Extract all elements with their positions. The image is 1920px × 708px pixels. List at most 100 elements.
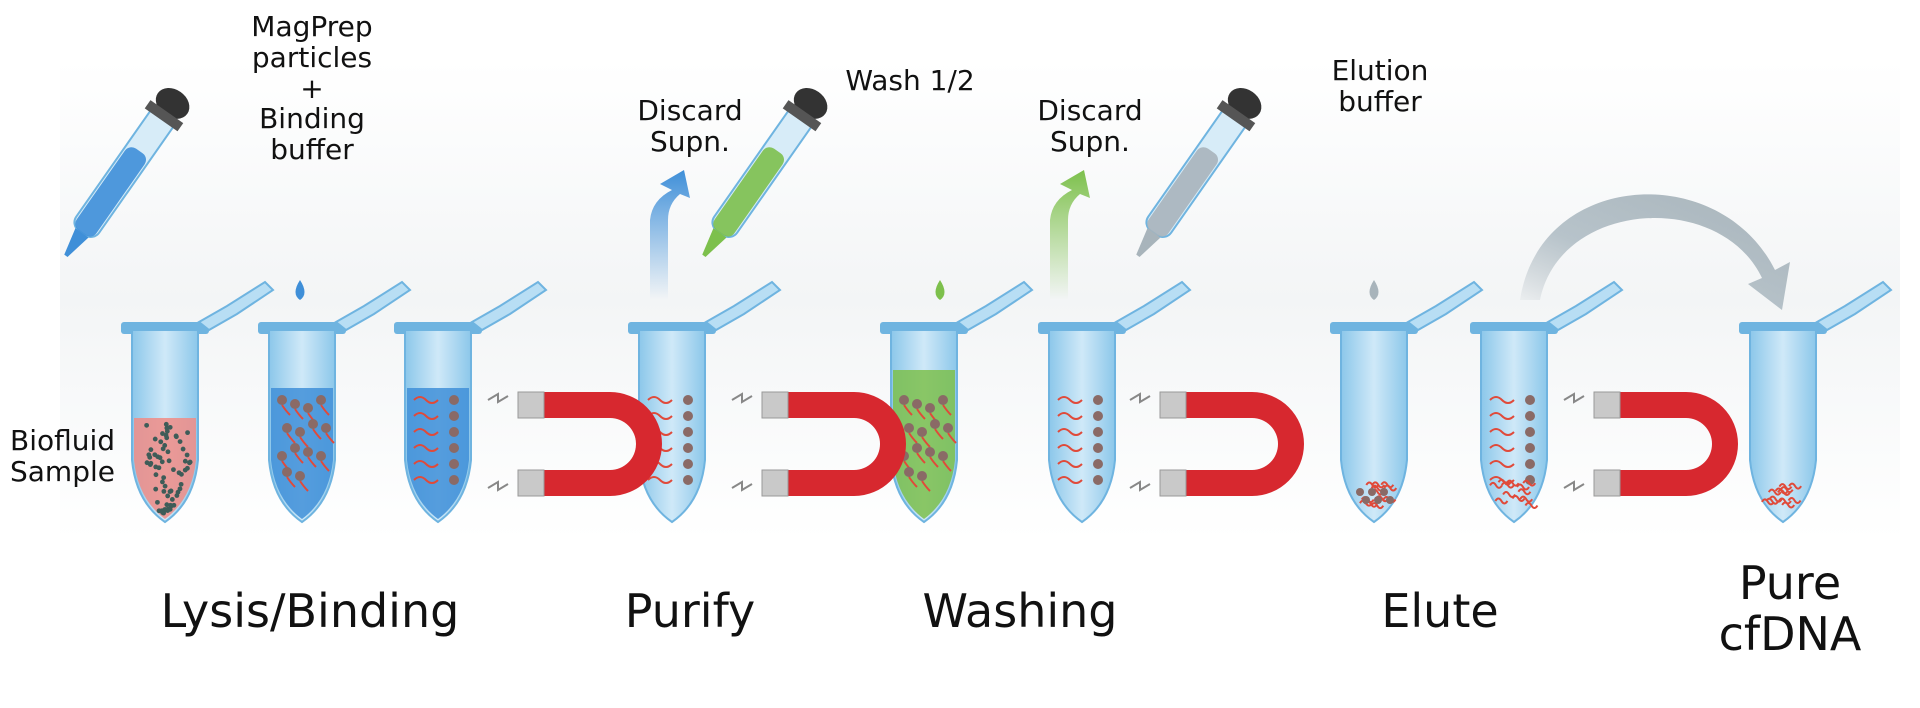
sample-speck: [177, 470, 182, 475]
sample-speck: [153, 437, 158, 442]
biofluid-line-1: Biofluid: [10, 426, 150, 457]
sample-speck: [168, 425, 173, 430]
bead: [683, 395, 693, 405]
magprep-line-2: particles: [222, 43, 402, 74]
sample-speck: [165, 494, 170, 499]
bead: [904, 423, 914, 433]
step-washing: Washing: [900, 586, 1140, 637]
sample-speck: [160, 480, 165, 485]
bead: [295, 471, 305, 481]
sample-speck: [158, 455, 163, 460]
sample-speck: [158, 439, 163, 444]
wash-line: Wash 1/2: [820, 66, 1000, 97]
bead: [1386, 496, 1394, 504]
bead: [1368, 488, 1376, 496]
magnet-pole-bottom: [518, 470, 544, 496]
sample-speck: [181, 447, 186, 452]
bead: [282, 423, 292, 433]
sample-speck: [185, 466, 190, 471]
bead: [308, 419, 318, 429]
bead: [1380, 488, 1388, 496]
biofluid-label: Biofluid Sample: [10, 426, 150, 488]
bead: [943, 423, 953, 433]
bead: [282, 467, 292, 477]
magprep-line-4: Binding: [222, 104, 402, 135]
magprep-label: MagPrep particles + Binding buffer: [222, 12, 402, 166]
bead: [1093, 459, 1103, 469]
sample-speck: [152, 452, 157, 457]
step-elute: Elute: [1350, 586, 1530, 637]
elution-line-2: buffer: [1300, 87, 1460, 118]
bead: [1093, 395, 1103, 405]
elution-label: Elution buffer: [1300, 56, 1460, 118]
bead: [1362, 496, 1370, 504]
bead: [1356, 488, 1364, 496]
wash-label: Wash 1/2: [820, 66, 1000, 97]
discard2-line-1: Discard: [1010, 96, 1170, 127]
sample-speck: [161, 446, 166, 451]
bead: [1525, 443, 1535, 453]
bead: [925, 447, 935, 457]
step-purify: Purify: [600, 586, 780, 637]
bead: [449, 443, 459, 453]
discard-label-2: Discard Supn.: [1010, 96, 1170, 158]
bead: [316, 451, 326, 461]
sample-speck: [188, 460, 193, 465]
bead: [930, 419, 940, 429]
bead: [277, 451, 287, 461]
bead: [316, 395, 326, 405]
discard1-line-2: Supn.: [610, 127, 770, 158]
bead: [1093, 475, 1103, 485]
sample-speck: [153, 487, 158, 492]
bead: [917, 427, 927, 437]
sample-speck: [174, 434, 179, 439]
magnet-pole-top: [762, 392, 788, 418]
bead: [290, 399, 300, 409]
sample-speck: [178, 439, 183, 444]
sample-speck: [166, 449, 171, 454]
bead: [1525, 411, 1535, 421]
tube-body: [1481, 330, 1547, 522]
bead: [1525, 427, 1535, 437]
elution-line-1: Elution: [1300, 56, 1460, 87]
bead: [295, 427, 305, 437]
magnet-pole-top: [1160, 392, 1186, 418]
sample-speck: [162, 507, 167, 512]
magprep-line-5: buffer: [222, 135, 402, 166]
magnet-pole-bottom: [762, 470, 788, 496]
bead: [1374, 496, 1382, 504]
bead: [449, 395, 459, 405]
sample-speck: [157, 465, 162, 470]
bead: [449, 459, 459, 469]
sample-speck: [168, 489, 173, 494]
bead: [1093, 427, 1103, 437]
sample-speck: [161, 475, 166, 480]
sample-speck: [183, 459, 188, 464]
sample-speck: [185, 453, 190, 458]
bead: [1093, 443, 1103, 453]
bead: [303, 403, 313, 413]
bead: [925, 403, 935, 413]
magnet-pole-bottom: [1160, 470, 1186, 496]
sample-speck: [160, 459, 165, 464]
bead: [683, 459, 693, 469]
bead: [683, 427, 693, 437]
sample-speck: [170, 497, 175, 502]
magnet-pole-bottom: [1594, 470, 1620, 496]
bead: [904, 467, 914, 477]
discard2-line-2: Supn.: [1010, 127, 1170, 158]
magnet-pole-top: [518, 392, 544, 418]
sample-speck: [164, 435, 169, 440]
discard1-line-1: Discard: [610, 96, 770, 127]
pure-line-1: Pure: [1690, 558, 1890, 609]
bead: [277, 395, 287, 405]
bead: [938, 395, 948, 405]
sample-speck: [155, 500, 160, 505]
sample-speck: [167, 458, 172, 463]
bead: [1525, 395, 1535, 405]
sample-speck: [174, 493, 179, 498]
biofluid-line-2: Sample: [10, 457, 150, 488]
step-pure-cfdna: Pure cfDNA: [1690, 558, 1890, 659]
bead: [303, 447, 313, 457]
sample-speck: [163, 484, 168, 489]
